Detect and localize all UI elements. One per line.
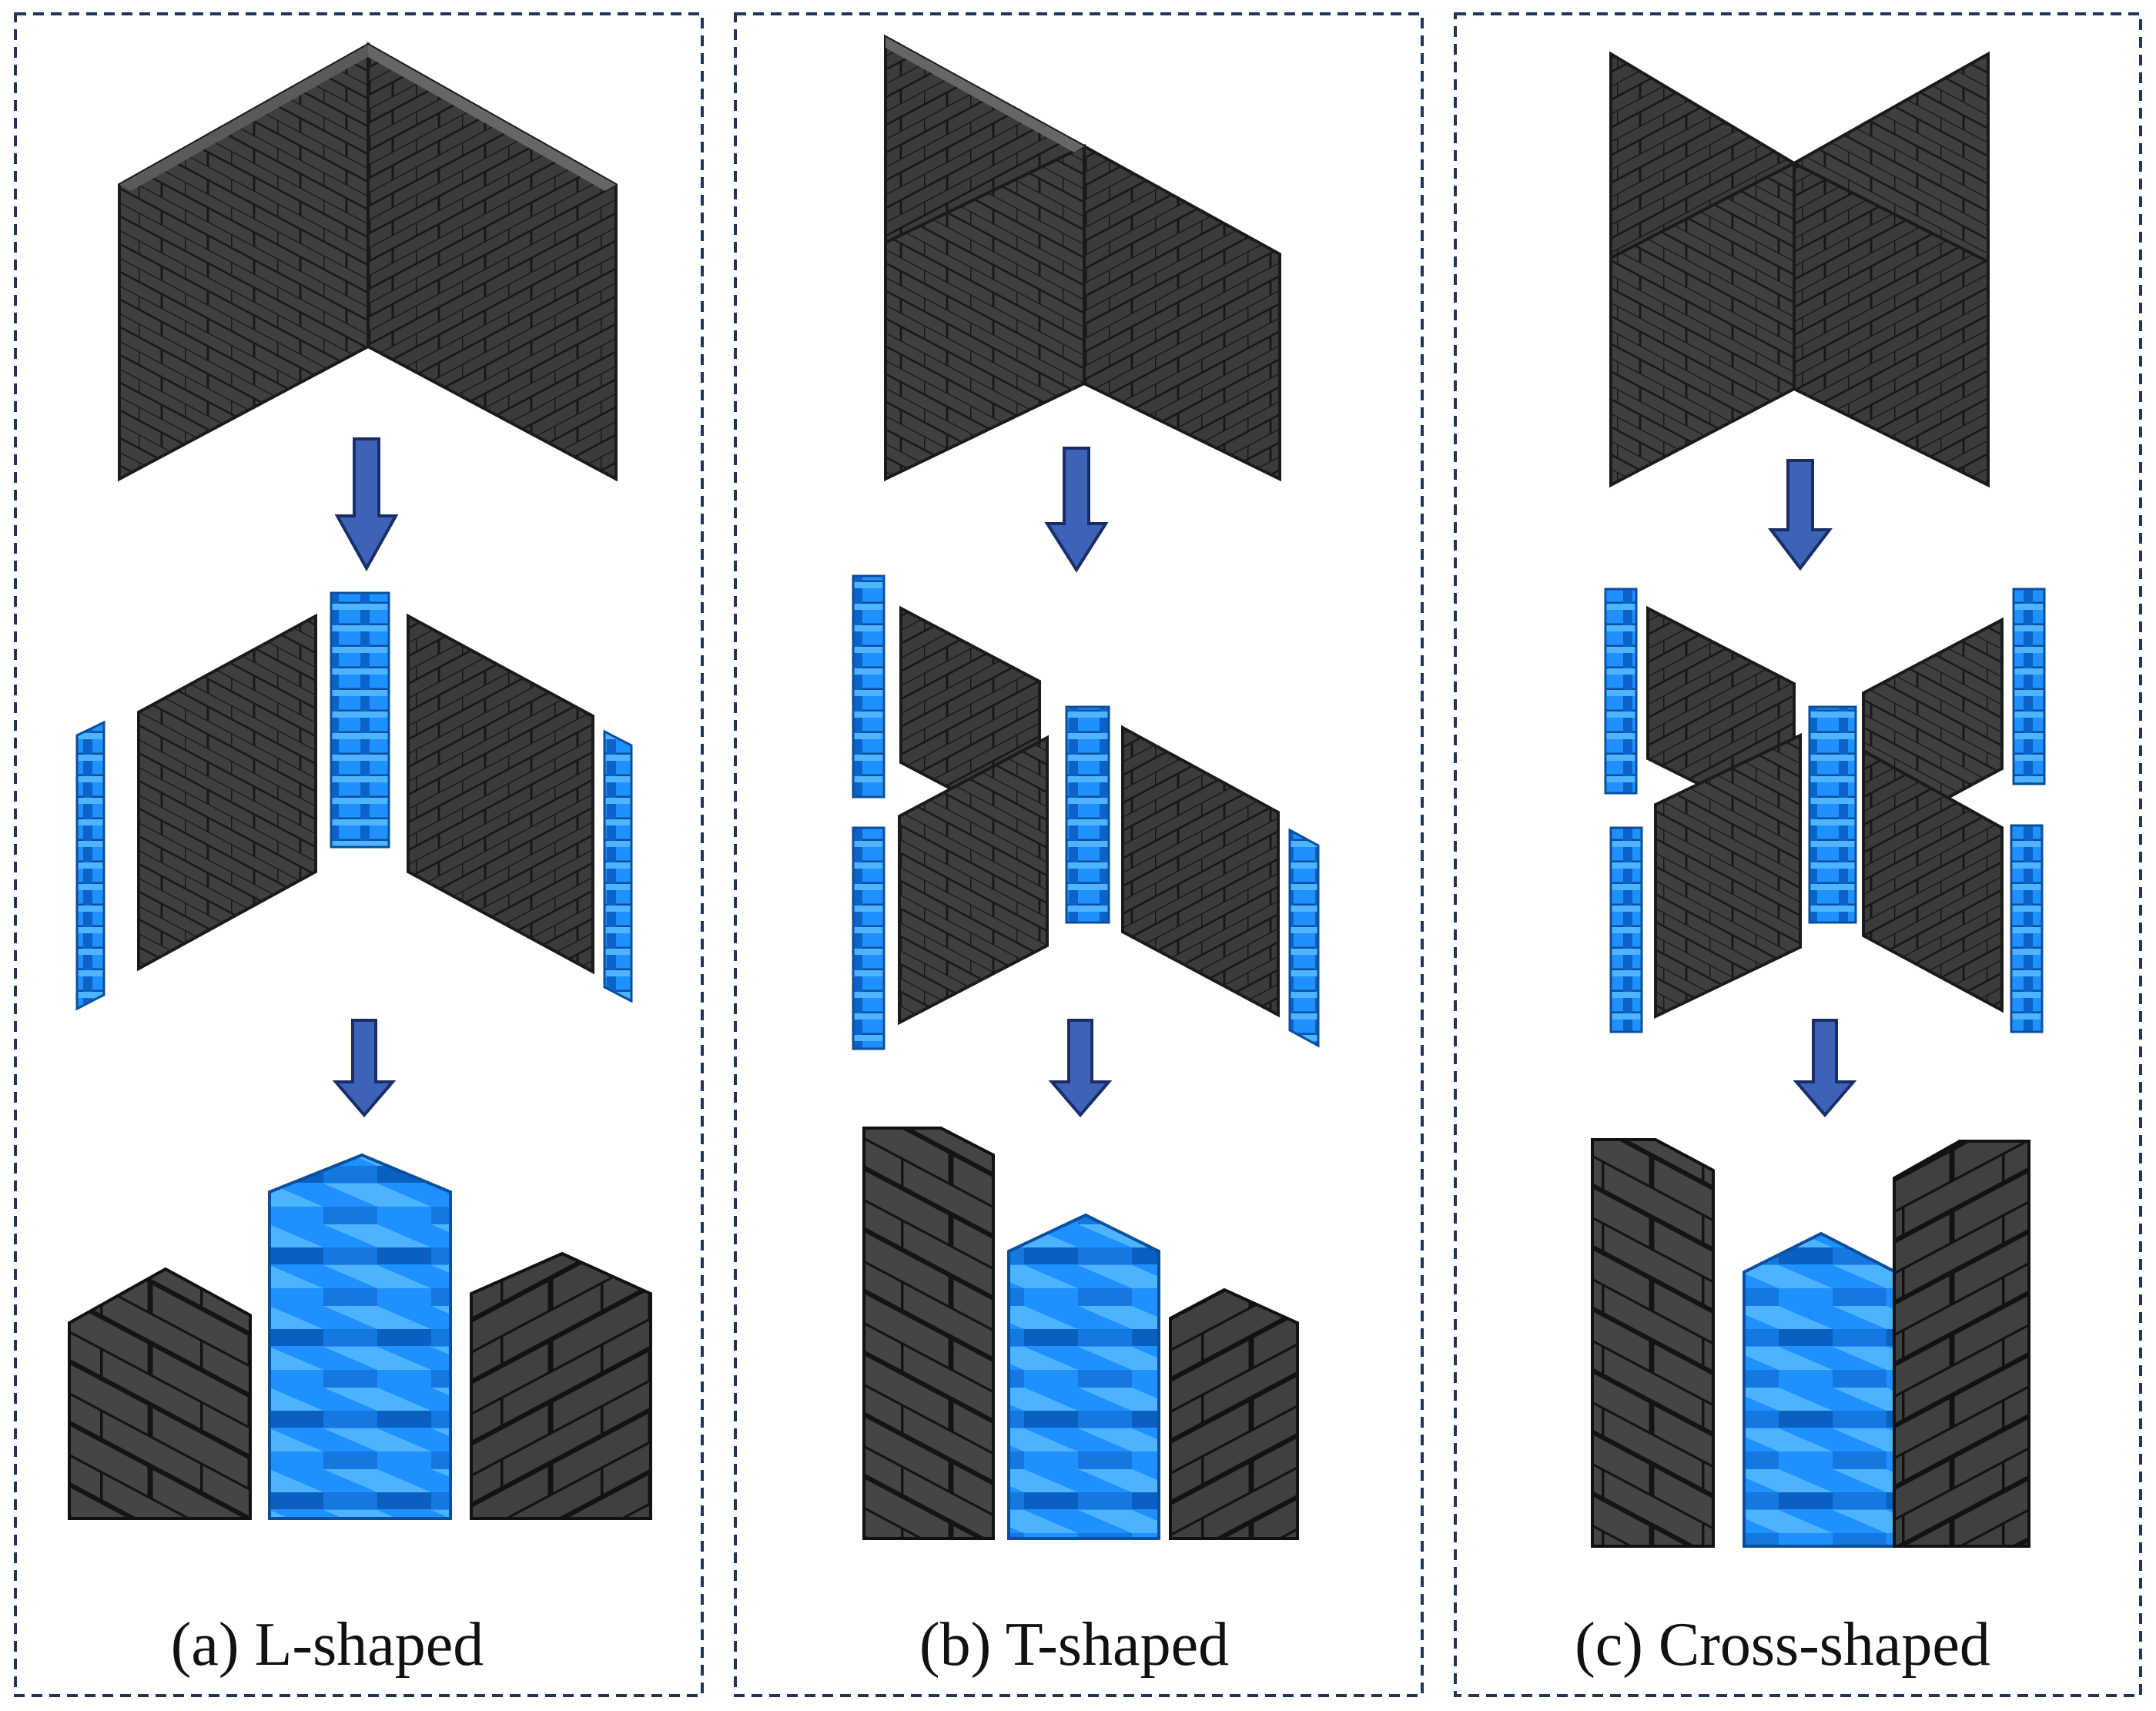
panel-b: (b) T-shaped [852,34,1320,1679]
panel-frame-a [14,12,704,1697]
panel-c: (c) Cross-shaped [1575,51,2046,1679]
t-junction-detail-icon [862,1127,1299,1540]
panel-caption: (c) Cross-shaped [1575,1611,1990,1679]
down-arrow-icon [1767,459,1833,571]
exploded-t-wall-icon [852,574,1320,1050]
panel-caption: (a) L-shaped [171,1611,484,1679]
exploded-l-wall-icon [75,591,633,1011]
panel-a: (a) L-shaped [68,42,652,1679]
panel-caption: (b) T-shaped [919,1611,1229,1679]
down-arrow-icon [1048,1019,1113,1118]
down-arrow-icon [1793,1019,1857,1118]
down-arrow-icon [1044,447,1109,573]
panel-frame-c [1454,12,2142,1697]
cross-shaped-wall-icon [1609,51,1990,488]
panel-frame-b [734,12,1424,1697]
cross-junction-detail-icon [1591,1138,2030,1548]
down-arrow-icon [332,1019,397,1118]
t-shaped-wall-icon [884,34,1281,482]
l-shaped-wall-icon [118,42,618,482]
l-junction-detail-icon [68,1153,652,1520]
exploded-cross-wall-icon [1604,588,2046,1033]
down-arrow-icon [334,437,399,572]
